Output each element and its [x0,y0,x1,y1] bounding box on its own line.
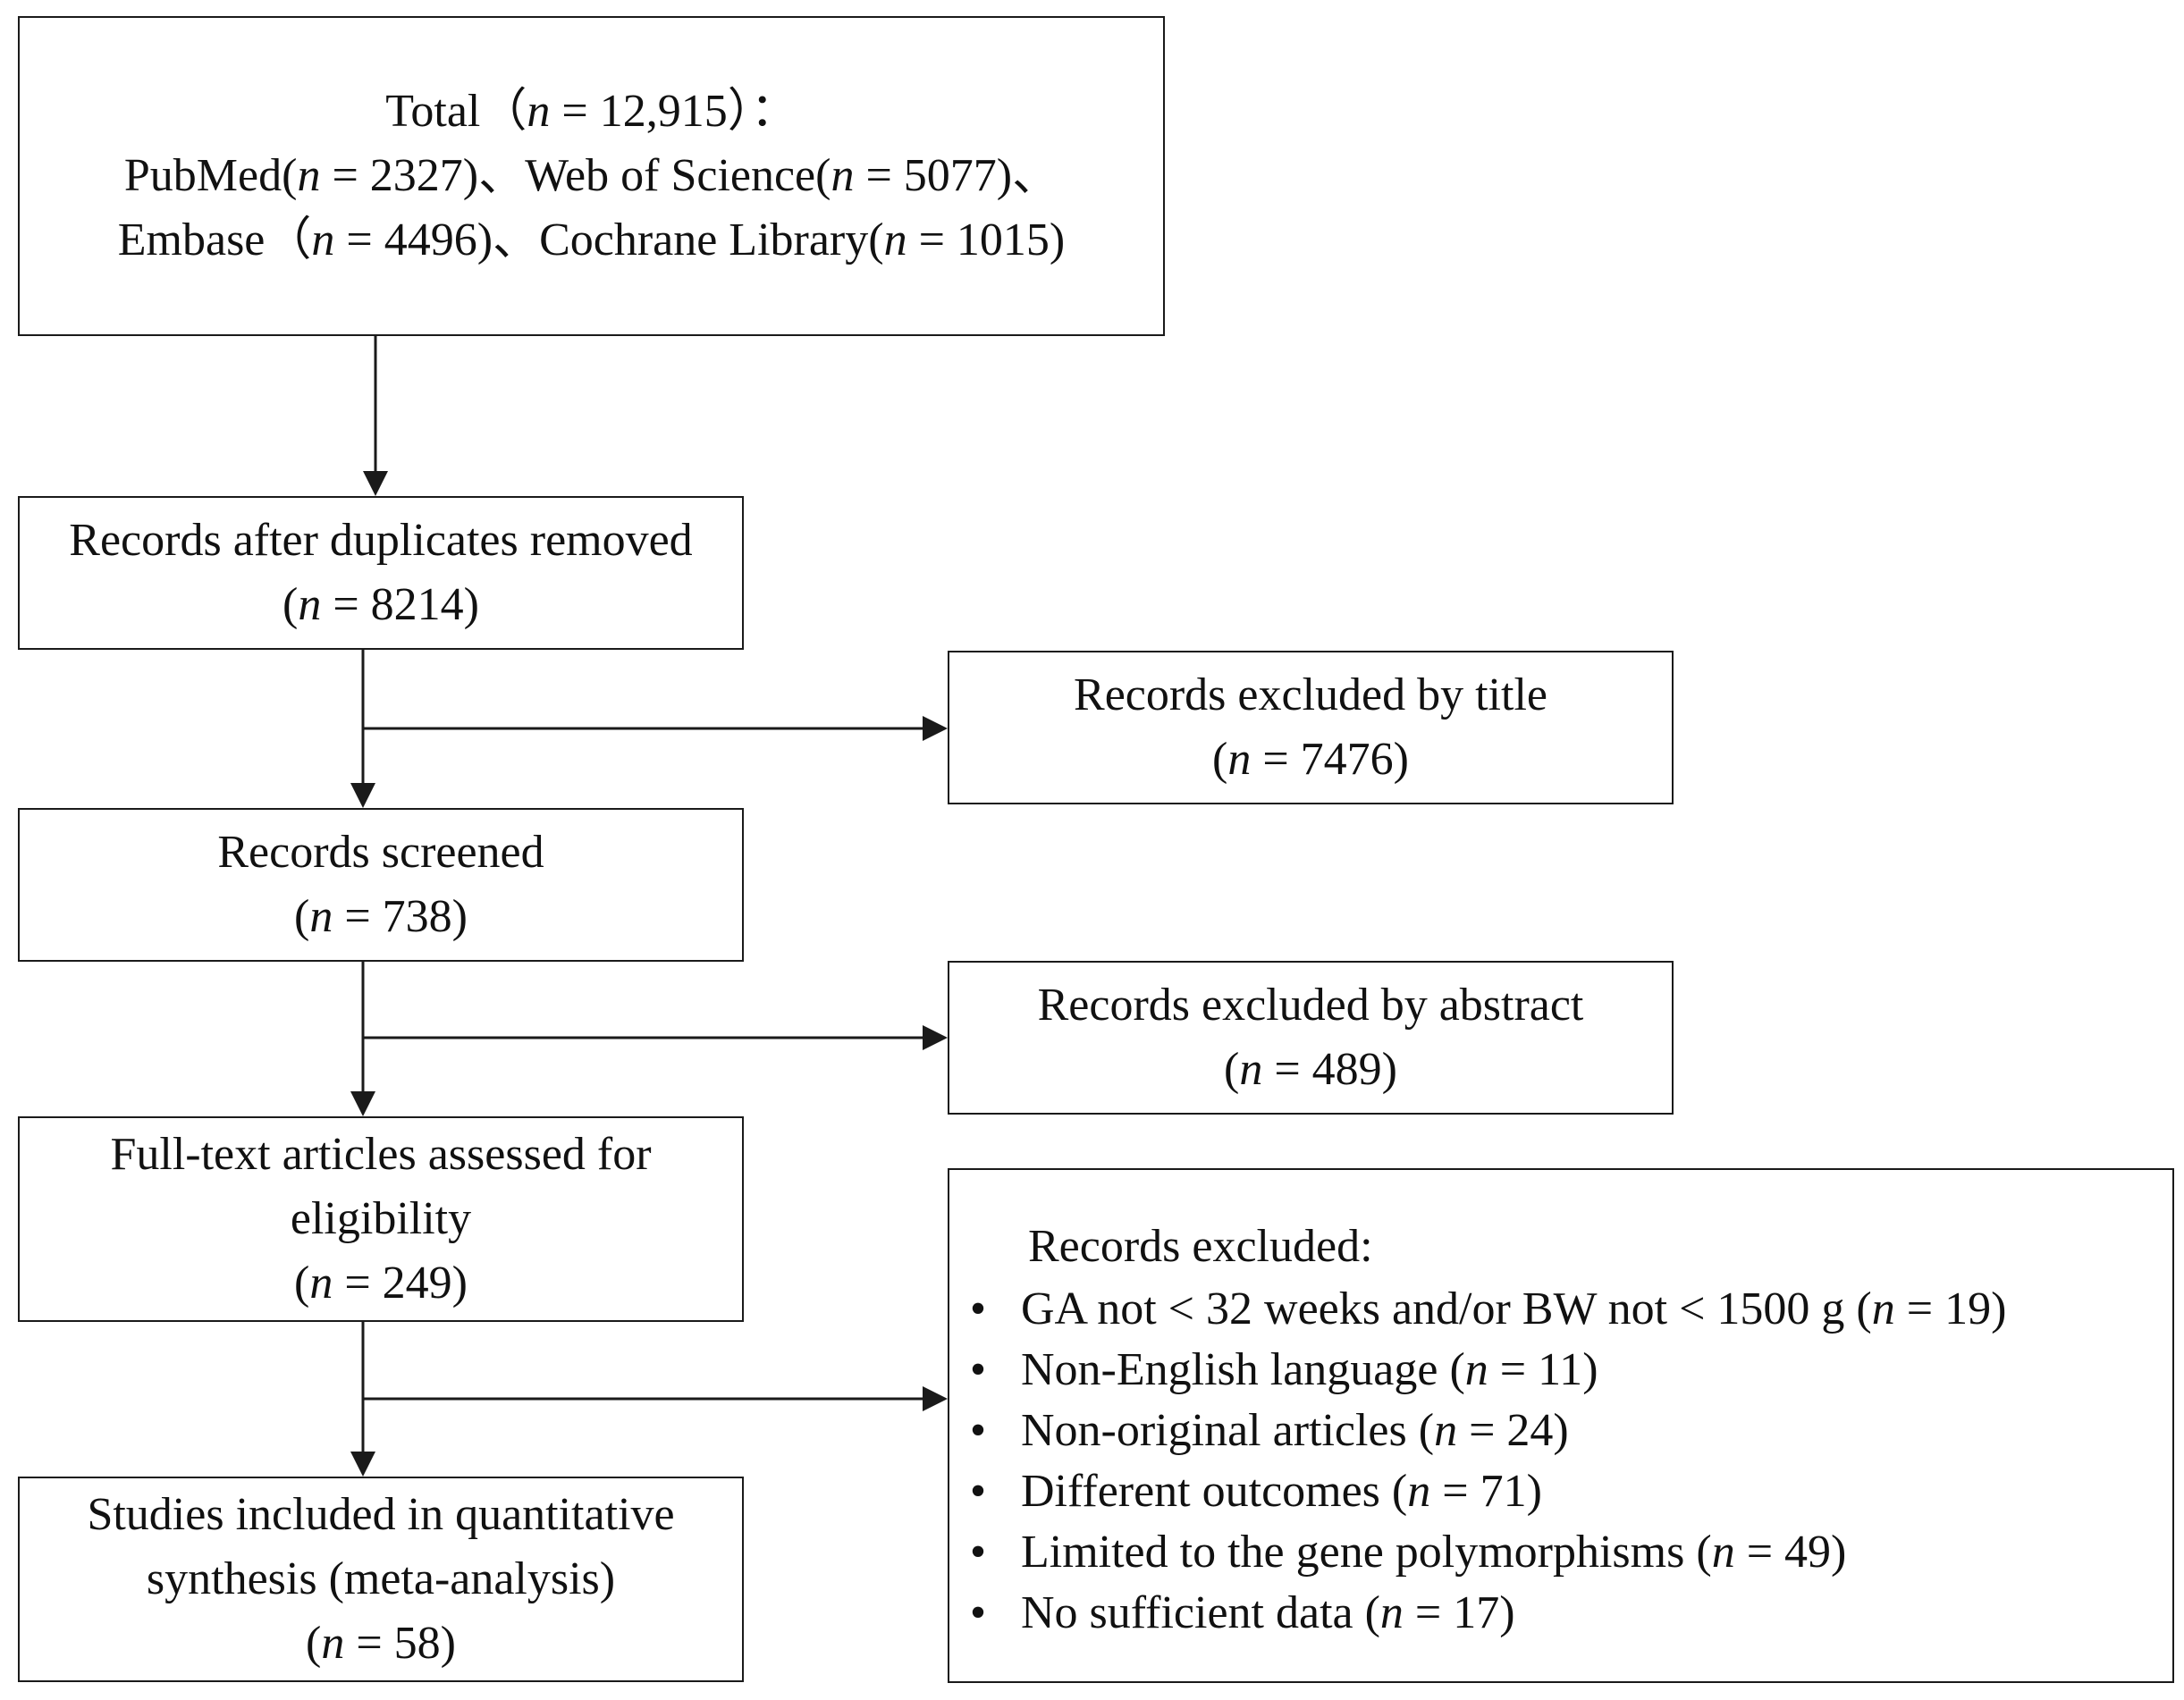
source-cochrane-label: Cochrane Library [539,215,869,265]
bullet-icon: • [969,1405,987,1456]
list-item: •Non-original articles (n = 24) [949,1401,2006,1461]
dedup-count-line: (n = 8214) [282,579,479,630]
source-embase-label: Embase [117,215,266,265]
source-pubmed-label: PubMed [123,150,282,201]
total-label: Total [385,86,481,137]
list-item: • GA not < 32 weeks and/or BW not < 1500 … [949,1279,2007,1340]
reason-text: No sufficient data [1021,1587,1353,1638]
dedup-count: 8214 [370,579,464,630]
excluded-heading: Records excluded: [1028,1221,1373,1272]
excluded-by-title-box: Records excluded by title (n = 7476) [948,651,1674,804]
screened-count-line: (n = 738) [294,891,468,942]
included-count: 58 [393,1618,441,1669]
reason-count: 11 [1538,1344,1583,1395]
screened-label: Records screened [217,827,544,878]
reason-text: GA not < 32 weeks and/or BW not < 1500 g [1021,1283,1845,1334]
bullet-icon: • [969,1283,987,1334]
excluded-title-count: 7476 [1300,734,1394,785]
excluded-abstract-label: Records excluded by abstract [1037,980,1584,1031]
reason-count: 19 [1944,1283,1992,1334]
screened-records-box: Records screened (n = 738) [18,808,744,962]
list-item: •Different outcomes (n = 71) [949,1461,2006,1522]
exclusion-reasons-list: • GA not < 32 weeks and/or BW not < 1500 … [949,1279,2007,1644]
dedup-label: Records after duplicates removed [69,515,693,566]
fulltext-label-line2: eligibility [290,1193,472,1244]
included-label-line1: Studies included in quantitative [87,1489,675,1540]
excluded-by-abstract-box: Records excluded by abstract (n = 489) [948,961,1674,1115]
arrowhead-excluded-abstract [923,1025,948,1050]
excluded-abstract-count-line: (n = 489) [1224,1044,1397,1095]
source-wos-label: Web of Science [525,150,816,201]
list-item: •No sufficient data (n = 17) [949,1583,2006,1644]
reason-text: Limited to the gene polymorphisms [1021,1527,1685,1578]
arrowhead-excluded-title [923,716,948,741]
total-count: 12,915 [599,86,728,137]
reason-count: 71 [1480,1466,1527,1517]
source-pubmed-count: 2327 [369,150,463,201]
arrowhead-excluded-fulltext [923,1386,948,1411]
bullet-icon: • [969,1466,987,1517]
reason-count: 24 [1506,1405,1554,1456]
arrowhead-dedup [363,471,388,496]
dedup-records-box: Records after duplicates removed (n = 82… [18,496,744,650]
source-embase-count: 4496 [384,215,477,265]
fulltext-label-line1: Full-text articles assessed for [110,1129,652,1180]
excluded-title-count-line: (n = 7476) [1212,734,1409,785]
list-item: •Limited to the gene polymorphisms (n = … [949,1522,2006,1583]
reason-text: Different outcomes [1021,1466,1392,1517]
arrowhead-screened [350,783,375,808]
total-line: Total（n = 12,915）： [385,86,797,137]
sources-line-1: PubMed(n = 2327)、Web of Science(n = 5077… [123,150,1059,201]
reason-text: Non-original articles [1021,1405,1407,1456]
fulltext-count: 249 [382,1258,452,1309]
total-records-box: Total（n = 12,915）： PubMed(n = 2327)、Web … [18,16,1165,336]
bullet-icon: • [969,1527,987,1578]
arrowhead-included [350,1452,375,1477]
excluded-abstract-count: 489 [1311,1044,1382,1095]
source-wos-count: 5077 [903,150,997,201]
excluded-title-label: Records excluded by title [1074,669,1547,720]
source-cochrane-count: 1015 [956,215,1050,265]
fulltext-assessed-box: Full-text articles assessed for eligibil… [18,1116,744,1322]
studies-included-box: Studies included in quantitative synthes… [18,1477,744,1682]
arrowhead-fulltext [350,1091,375,1116]
screened-count: 738 [382,891,452,942]
excluded-fulltext-box: Records excluded: • GA not < 32 weeks and… [948,1168,2174,1683]
bullet-icon: • [969,1587,987,1638]
fulltext-count-line: (n = 249) [294,1258,468,1309]
bullet-icon: • [969,1344,987,1395]
reason-count: 49 [1784,1527,1832,1578]
included-count-line: (n = 58) [306,1618,456,1669]
included-label-line2: synthesis (meta-analysis) [146,1553,616,1604]
reason-count: 17 [1453,1587,1500,1638]
reason-text: Non-English language [1021,1344,1438,1395]
sources-line-2: Embase（n = 4496)、Cochrane Library(n = 10… [117,215,1066,265]
list-item: •Non-English language (n = 11) [949,1340,2006,1401]
